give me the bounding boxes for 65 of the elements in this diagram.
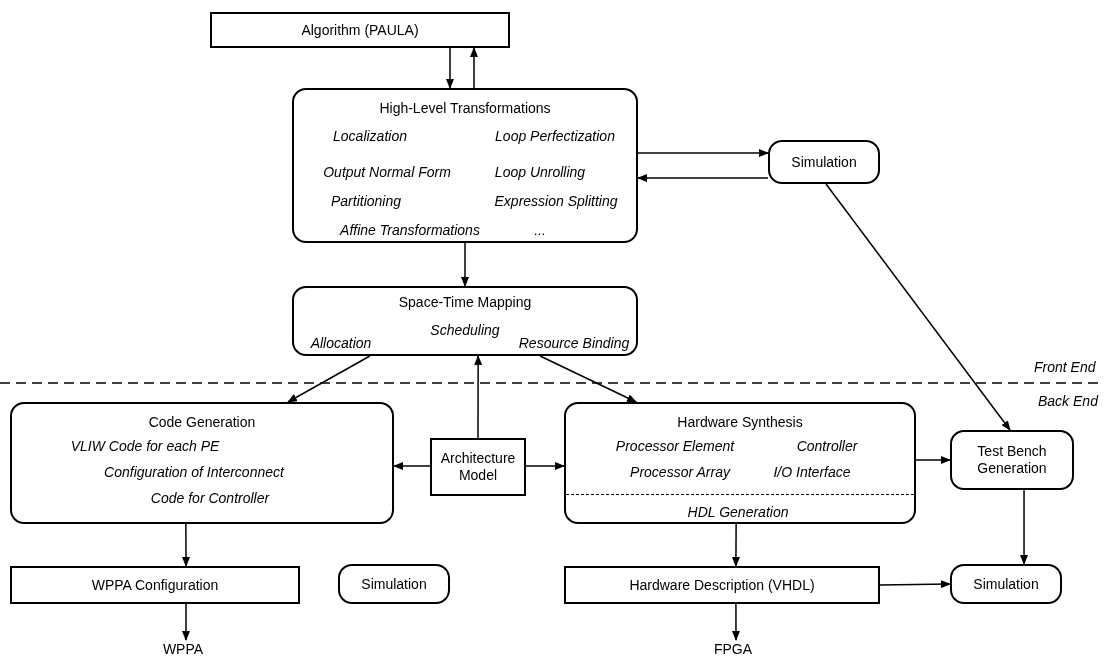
item-text: Loop Unrolling: [494, 163, 586, 181]
rounded-process-box: [564, 402, 916, 524]
item-text: HDL Generation: [687, 503, 789, 521]
item-text: Configuration of Interconnect: [104, 463, 284, 481]
item-text: Localization: [333, 127, 407, 145]
arrow: [915, 456, 951, 464]
item-text: Loop Perfectization: [495, 127, 615, 145]
arrow: [182, 603, 190, 641]
node-title: Hardware Synthesis: [677, 413, 803, 431]
process-box: [430, 438, 526, 496]
item-text: Processor Element: [615, 437, 735, 455]
item-text: Scheduling: [430, 321, 500, 339]
node-title: Space-Time Mapping: [398, 293, 532, 311]
arrow: [525, 462, 565, 471]
item-text: Controller: [796, 437, 858, 455]
item-text: Affine Transformations: [340, 221, 480, 239]
item-text: Allocation: [310, 334, 372, 352]
arrow: [182, 523, 190, 567]
rounded-process-box: [292, 286, 638, 356]
rounded-process-box: [338, 564, 450, 604]
arrow: [637, 174, 769, 183]
process-box: [10, 566, 300, 604]
node-title: Test Bench Generation: [976, 443, 1048, 477]
node-title: Hardware Description (VHDL): [629, 576, 815, 594]
output-label: FPGA: [713, 640, 753, 658]
item-text: Expression Splitting: [494, 192, 618, 210]
node-title: WPPA Configuration: [91, 576, 219, 594]
section-label: Back End: [1038, 393, 1098, 409]
item-text: VLIW Code for each PE: [70, 437, 220, 455]
node-title: Algorithm (PAULA): [301, 21, 419, 39]
rounded-process-box: [10, 402, 394, 524]
node-title: Architecture Model: [439, 450, 517, 484]
arrow: [1020, 489, 1029, 565]
arrow: [446, 47, 454, 89]
process-box: [564, 566, 880, 604]
output-label: WPPA: [162, 640, 204, 658]
arrow: [470, 47, 478, 89]
rounded-process-box: [768, 140, 880, 184]
arrow: [731, 523, 740, 567]
item-text: Code for Controller: [150, 489, 270, 507]
rounded-process-box: [292, 88, 638, 243]
node-title: Simulation: [361, 575, 427, 593]
arrow: [461, 242, 469, 287]
arrow: [539, 355, 638, 403]
rounded-process-box: [950, 430, 1074, 490]
node-title: Simulation: [973, 575, 1039, 593]
arrow: [825, 183, 1011, 431]
item-text: ...: [534, 221, 546, 239]
arrow: [287, 355, 371, 403]
arrow: [879, 580, 951, 589]
item-text: Partitioning: [331, 192, 401, 210]
item-text: Processor Array: [630, 463, 730, 481]
node-title: Code Generation: [148, 413, 256, 431]
arrow: [637, 149, 769, 157]
item-text: I/O Interface: [773, 463, 851, 481]
arrow: [732, 603, 740, 641]
item-text: Output Normal Form: [323, 163, 451, 181]
arrow: [393, 462, 431, 471]
arrow: [474, 355, 483, 439]
rounded-process-box: [950, 564, 1062, 604]
item-text: Resource Binding: [518, 334, 630, 352]
process-box: [210, 12, 510, 48]
section-label: Front End: [1034, 359, 1096, 375]
node-title: Simulation: [791, 153, 857, 171]
node-title: High-Level Transformations: [379, 99, 551, 117]
